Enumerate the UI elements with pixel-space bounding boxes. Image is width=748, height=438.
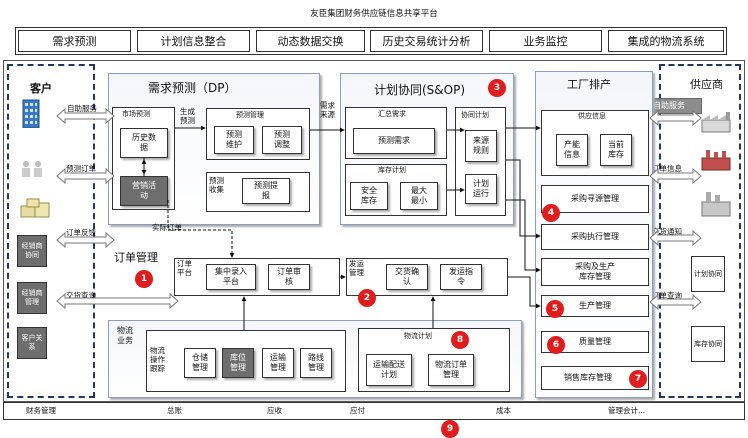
- finance-bar: [3, 402, 745, 420]
- current-inventory-box[interactable]: 当前库存: [600, 134, 632, 166]
- inventory-plan-title: 库存计划: [378, 166, 406, 174]
- supplier-box-plan-collab[interactable]: 计划协同: [691, 256, 725, 292]
- plan-run-box[interactable]: 计划运行: [465, 174, 497, 204]
- forecast-collect-label: 预测收集: [209, 176, 224, 194]
- factory-gray-icon: [700, 192, 734, 218]
- arrow-label-order-feedback: 订单反馈: [66, 228, 96, 237]
- forecast-demand-box[interactable]: 预测需求: [353, 128, 435, 154]
- shipping-label: 发运管理: [349, 259, 364, 277]
- customer-box-crm[interactable]: 客户关系: [17, 327, 47, 359]
- customer-title: 客户: [30, 82, 52, 95]
- shipping-instruction-box[interactable]: 发运指令: [440, 264, 482, 290]
- order-platform-label: 订单平台: [177, 259, 192, 277]
- quality-mgmt-box[interactable]: 质量管理: [541, 331, 649, 353]
- order-platform-frame: [174, 258, 340, 296]
- factory-title: 工厂排产: [567, 78, 611, 91]
- safety-stock-box[interactable]: 安全库存: [350, 182, 388, 210]
- goods-boxes-icon: [20, 198, 52, 218]
- forecast-adjust-box[interactable]: 预测调整: [262, 126, 302, 154]
- finance-cost[interactable]: 成本: [496, 406, 511, 415]
- supply-info-title: 供应信息: [578, 112, 606, 120]
- transport-plan-box[interactable]: 运输配送计划: [366, 354, 412, 386]
- badge-5: 5: [546, 300, 564, 318]
- badge-3: 3: [488, 79, 506, 97]
- badge-2: 2: [358, 289, 376, 307]
- central-entry-box[interactable]: 集中录入平台: [206, 264, 256, 290]
- order-mgmt-title: 订单管理: [114, 251, 158, 264]
- badge-8: 8: [451, 331, 469, 349]
- logistics-plan-title: 物流计划: [404, 332, 432, 340]
- order-review-box[interactable]: 订单审核: [268, 264, 310, 290]
- capacity-info-box[interactable]: 产能信息: [556, 134, 588, 166]
- route-mgmt-box[interactable]: 路线管理: [300, 348, 332, 378]
- badge-9: 9: [441, 420, 459, 438]
- production-mgmt-box[interactable]: 生产管理: [541, 295, 649, 317]
- building-icon: [22, 98, 40, 129]
- badge-1: 1: [135, 270, 153, 288]
- arrow-label-delivery-query: 交货查询: [66, 291, 96, 300]
- location-mgmt-box[interactable]: 库位管理: [222, 348, 254, 378]
- badge-4: 4: [542, 204, 560, 222]
- customer-people-icon: [18, 158, 48, 178]
- logistics-order-box[interactable]: 物流订单管理: [428, 354, 474, 386]
- warehouse-mgmt-box[interactable]: 仓储管理: [184, 348, 216, 378]
- arrow-label-forecast-order: 预测订单: [66, 164, 96, 173]
- customer-box-dealer-mgmt[interactable]: 经销商管理: [17, 282, 47, 314]
- forecast-mgmt-title: 预测管理: [236, 111, 264, 119]
- delivery-confirm-box[interactable]: 交货确认: [386, 264, 428, 290]
- top-module-history-analysis[interactable]: 历史交易统计分析: [370, 30, 483, 52]
- min-max-box[interactable]: 最大最小: [400, 182, 438, 210]
- top-module-plan-integration[interactable]: 计划信息整合: [137, 30, 250, 52]
- transport-mgmt-box[interactable]: 运输管理: [262, 348, 294, 378]
- badge-6: 6: [547, 336, 565, 354]
- finance-mgmt-accounting[interactable]: 管理会计...: [608, 406, 646, 415]
- top-module-monitoring[interactable]: 业务监控: [489, 30, 602, 52]
- page-title: 友臣集团财务供应链信息共享平台: [310, 9, 438, 19]
- outer-frame: [3, 60, 745, 402]
- factory-icon: [700, 112, 734, 134]
- top-module-logistics-system[interactable]: 集成的物流系统: [608, 30, 724, 52]
- marketing-box[interactable]: 营销活动: [120, 176, 168, 206]
- supplier-title: 供应商: [690, 78, 723, 91]
- finance-receivable[interactable]: 应收: [267, 406, 282, 415]
- logistics-title: 物流业务: [117, 326, 133, 345]
- badge-7: 7: [629, 370, 647, 388]
- history-data-box[interactable]: 历史数据: [120, 128, 168, 158]
- forecast-submit-box[interactable]: 预测提报: [242, 178, 290, 204]
- source-rule-box[interactable]: 来源规则: [465, 130, 497, 162]
- demand-source-label: 需求来源: [320, 101, 335, 119]
- top-module-demand-forecast[interactable]: 需求预测: [18, 30, 131, 52]
- supplier-box-inventory-collab[interactable]: 库存协同: [691, 326, 725, 362]
- sop-title: 计划协同(S&OP): [374, 83, 466, 97]
- customer-box-dealer-collab[interactable]: 经销商协同: [17, 235, 47, 267]
- forecast-maintain-box[interactable]: 预测维护: [214, 126, 254, 154]
- finance-payable[interactable]: 应付: [350, 406, 365, 415]
- finance-general-ledger[interactable]: 总账: [167, 406, 182, 415]
- gen-forecast-label: 生成预测: [180, 107, 195, 125]
- arrow-label-order-info: 订单信息: [652, 164, 682, 173]
- arrow-label-order-query: 订单查询: [652, 291, 682, 300]
- customer-column: [7, 64, 95, 398]
- summary-demand-title: 汇总需求: [378, 110, 406, 118]
- arrow-label-self-service: 自助服务: [67, 104, 97, 113]
- factory-red-icon: [700, 150, 734, 172]
- arrow-label-delivery-notice: 交货通知: [652, 227, 682, 236]
- top-module-data-exchange[interactable]: 动态数据交换: [256, 30, 365, 52]
- logistics-ops-label: 物流操作跟踪: [150, 346, 165, 373]
- market-forecast-title: 市场预测: [122, 110, 150, 118]
- actual-order-label: 实际订单: [152, 223, 182, 232]
- purchase-production-box[interactable]: 采购及生产库存管理: [541, 258, 649, 286]
- coordination-plan-title: 协同计划: [461, 111, 489, 119]
- finance-mgmt[interactable]: 财务管理: [26, 406, 56, 415]
- purchase-exec-box[interactable]: 采购执行管理: [541, 224, 649, 250]
- dp-title: 需求预测（DP）: [148, 81, 237, 95]
